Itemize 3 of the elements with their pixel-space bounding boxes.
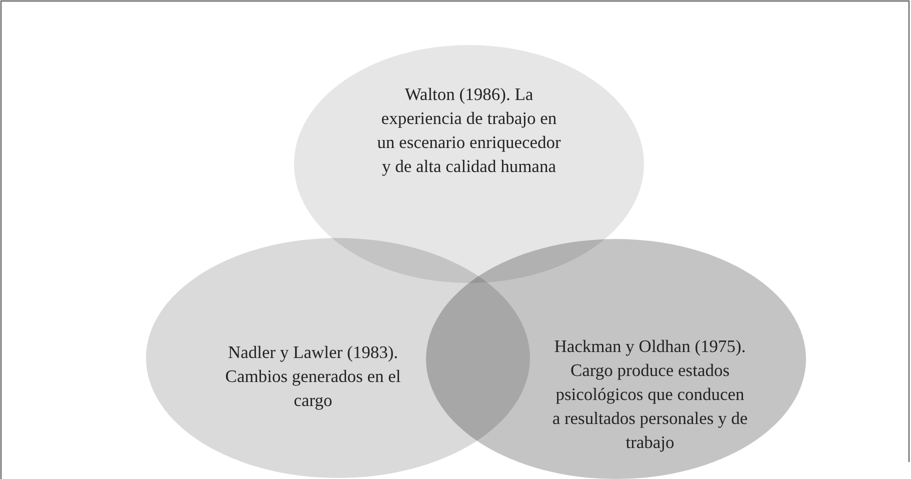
venn-label: Nadler y Lawler (1983). Cambios generados en el cargo: [224, 341, 402, 412]
venn-label: Hackman y Oldhan (1975). Cargo produce estados psicológicos que conducen a resultados personales y de trabajo: [551, 335, 749, 454]
venn-label: Walton (1986). La experiencia de trabajo en un escenario enriquecedor y de alta calidad humana: [377, 83, 561, 178]
